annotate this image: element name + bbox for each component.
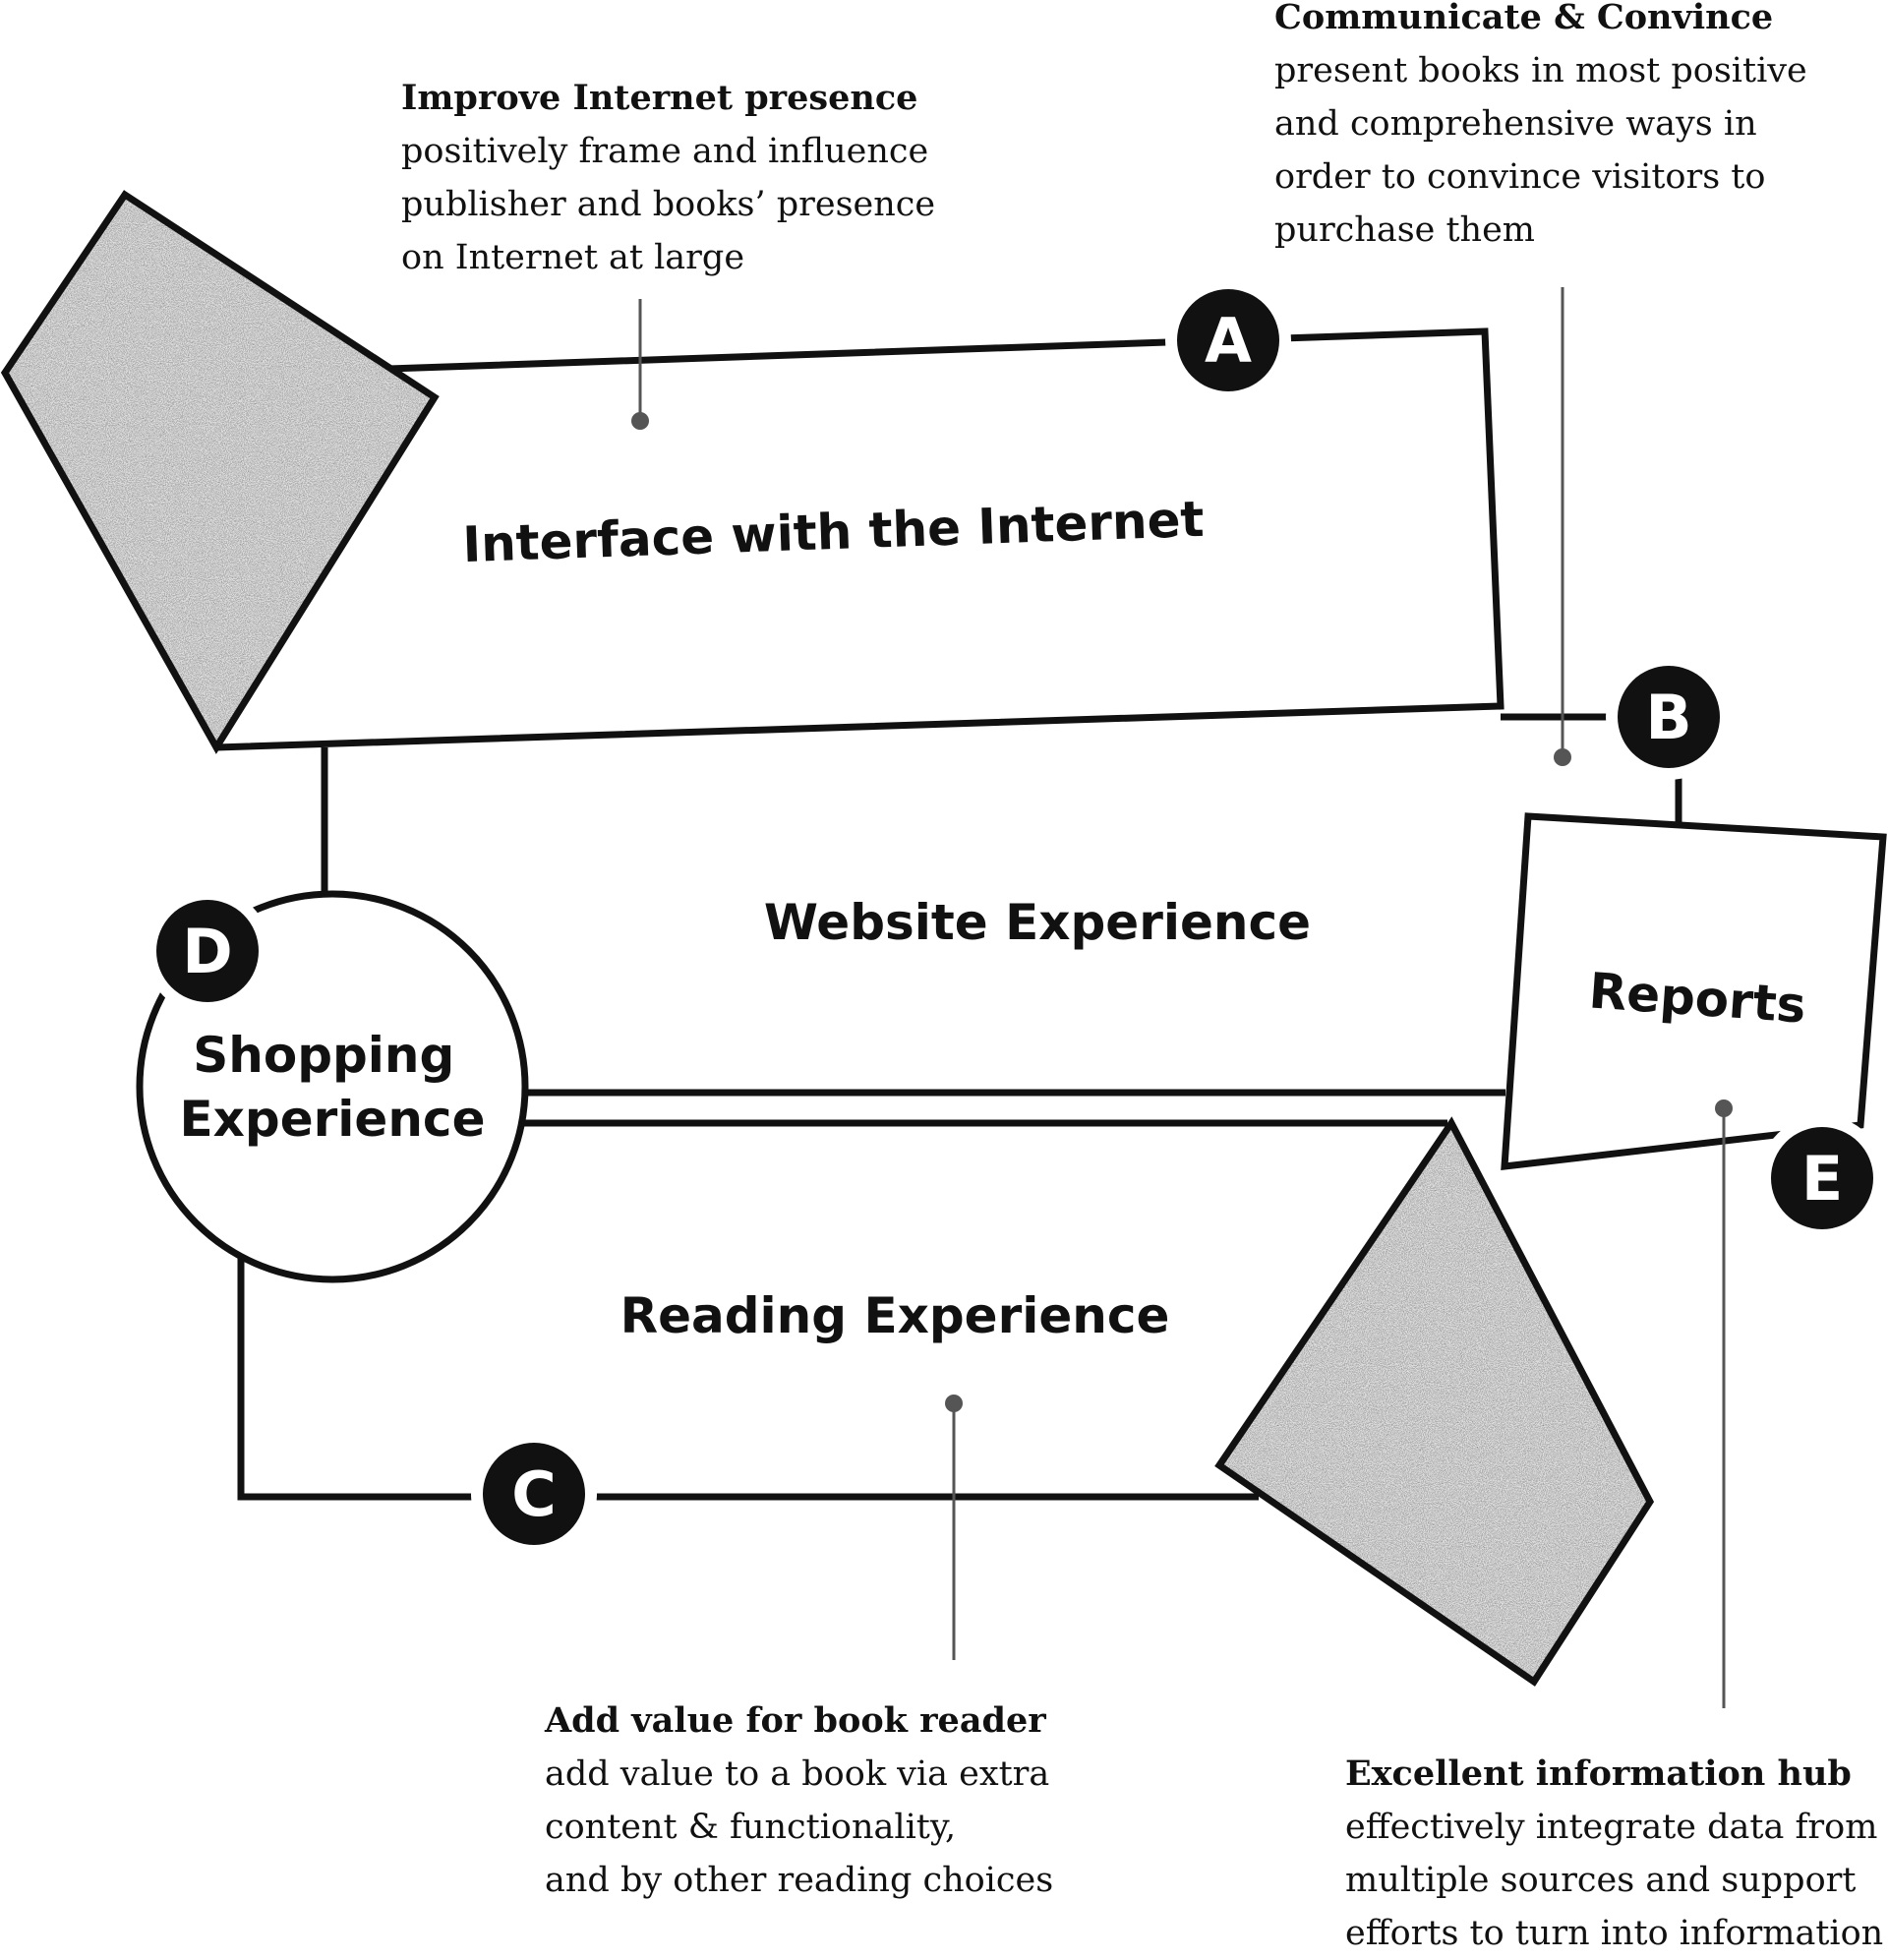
communicate-note-title: Communicate & Convince (1274, 0, 1774, 37)
communicate-convince-note: Communicate & Convince present books in … (1274, 0, 1807, 257)
reading-area-label: Reading Experience (620, 1287, 1170, 1344)
internet-kite-shape (0, 190, 440, 754)
shopping-label-line-2: Experience (180, 1091, 486, 1148)
shopping-label-line-1: Shopping (193, 1027, 454, 1084)
add-value-note-line: and by other reading choices (545, 1861, 1054, 1900)
marker-d-letter: D (182, 916, 232, 987)
reading-kite-shape (1214, 1116, 1655, 1687)
hub-leader-dot (1715, 1099, 1733, 1117)
marker-a-disc (1177, 289, 1279, 391)
add-value-note-line: add value to a book via extra (545, 1754, 1050, 1794)
communicate-note-line: present books in most positive (1274, 51, 1807, 90)
hub-note-title: Excellent information hub (1345, 1753, 1852, 1794)
website-area-label: Website Experience (764, 894, 1311, 951)
marker-c-disc (483, 1443, 585, 1545)
communicate-note-line: purchase them (1274, 210, 1535, 250)
marker-a: A (1165, 277, 1291, 403)
reading-area-outline (237, 1254, 1259, 1501)
communicate-leader-dot (1554, 748, 1571, 766)
hub-note-line: efforts to turn into information (1345, 1914, 1884, 1953)
add-value-note-line: content & functionality, (545, 1808, 957, 1847)
hub-note-line: multiple sources and support (1345, 1861, 1857, 1900)
add-value-note: Add value for book reader add value to a… (545, 1694, 1053, 1907)
communicate-note-line: and comprehensive ways in (1274, 104, 1757, 144)
improve-note-line: on Internet at large (401, 238, 745, 277)
marker-b: B (1606, 654, 1732, 780)
shopping-area-label: Shopping Experience (180, 1027, 486, 1148)
marker-c: C (471, 1431, 597, 1557)
marker-a-letter: A (1205, 305, 1252, 377)
hub-note-line: effectively integrate data from (1345, 1808, 1878, 1847)
information-hub-note: Excellent information hub effectively in… (1345, 1748, 1883, 1960)
improve-note-line: positively frame and influence (401, 132, 929, 171)
internet-area-label: Interface with the Internet (461, 491, 1205, 573)
marker-e: E (1759, 1115, 1885, 1241)
add-value-leader-dot (945, 1395, 963, 1412)
communicate-note-line: order to convince visitors to (1274, 157, 1766, 197)
improve-leader-dot (631, 412, 649, 430)
marker-b-letter: B (1645, 682, 1691, 753)
marker-e-letter: E (1801, 1143, 1843, 1215)
marker-c-letter: C (511, 1458, 557, 1530)
marker-d-disc (156, 900, 259, 1002)
internet-area-outline (215, 327, 1504, 751)
marker-b-disc (1618, 666, 1720, 768)
marker-d: D (145, 888, 270, 1014)
improve-note-title: Improve Internet presence (401, 78, 918, 118)
add-value-note-title: Add value for book reader (545, 1700, 1046, 1741)
improve-note-line: publisher and books’ presence (401, 185, 936, 224)
improve-internet-note: Improve Internet presence positively fra… (401, 72, 935, 284)
reports-box (1501, 812, 1887, 1170)
marker-e-disc (1771, 1127, 1873, 1229)
